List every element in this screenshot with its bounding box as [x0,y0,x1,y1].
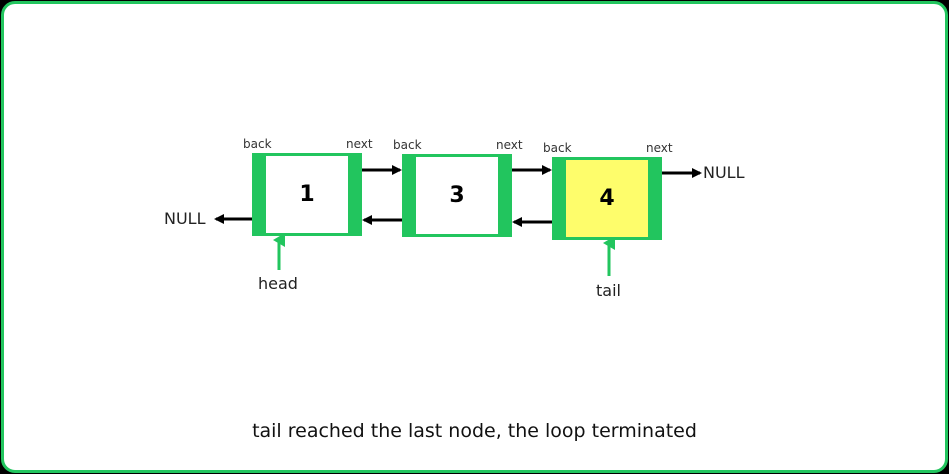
head-pointer-label: head [258,274,298,293]
node-2-next-label: next [496,138,523,152]
list-node-1: 1 [252,153,362,236]
null-left-label: NULL [164,209,206,228]
node-1-next-label: next [346,137,373,151]
list-node-3: 4 [552,157,662,240]
tail-pointer-label: tail [596,281,621,300]
diagram-caption: tail reached the last node, the loop ter… [252,420,697,442]
node-3-back-label: back [543,141,572,155]
node-3-next-label: next [646,141,673,155]
null-right-label: NULL [703,163,745,182]
node-2-back-label: back [393,138,422,152]
node-2-value: 3 [449,183,465,208]
list-node-2: 3 [402,154,512,237]
node-1-value: 1 [299,182,315,207]
node-1-back-label: back [243,137,272,151]
node-3-value: 4 [599,186,615,211]
